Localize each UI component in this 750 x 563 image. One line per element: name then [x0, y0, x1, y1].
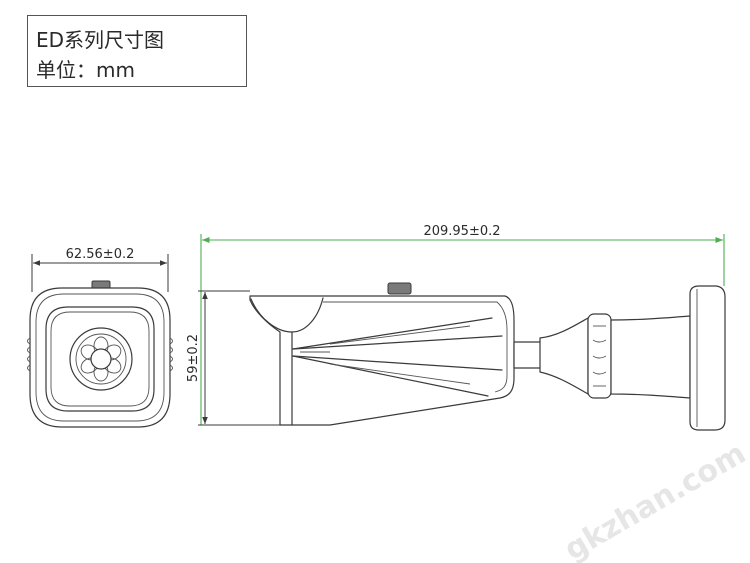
title-box: ED系列尺寸图 单位：mm: [27, 15, 247, 87]
front-grip-notches-left: [27, 337, 31, 372]
camera-body-outline: [249, 295, 515, 426]
mount-arm: [610, 315, 691, 399]
unit-label: 单位：mm: [36, 58, 135, 82]
wall-mount-plate: [689, 285, 726, 431]
front-housing-inner-edge: [35, 293, 165, 422]
side-view: 209.95±0.2 59±0.2: [186, 224, 726, 431]
body-ribs: [292, 317, 503, 397]
threaded-ring-grooves: [592, 325, 607, 387]
front-face-plate: [45, 306, 155, 412]
lens-inner-ring-icon: [75, 333, 127, 385]
body-inner-contour: [323, 301, 508, 393]
front-width-label: 62.56±0.2: [66, 247, 135, 262]
drawing-title: ED系列尺寸图: [36, 28, 165, 52]
front-face-plate-inner: [50, 311, 150, 407]
watermark-text: gkzhan.com: [559, 436, 750, 563]
front-view: 62.56±0.2: [27, 247, 173, 428]
mount-threaded-ring: [587, 313, 612, 399]
side-height-label: 59±0.2: [186, 334, 201, 382]
side-top-knob-icon: [387, 282, 412, 295]
lens-outer-ring-icon: [69, 327, 133, 391]
side-length-label: 209.95±0.2: [423, 224, 500, 239]
front-grip-notches-right: [169, 337, 173, 372]
mount-ball-joint: [539, 317, 589, 395]
mount-neck: [513, 341, 543, 369]
lens-center-icon: [90, 348, 112, 370]
